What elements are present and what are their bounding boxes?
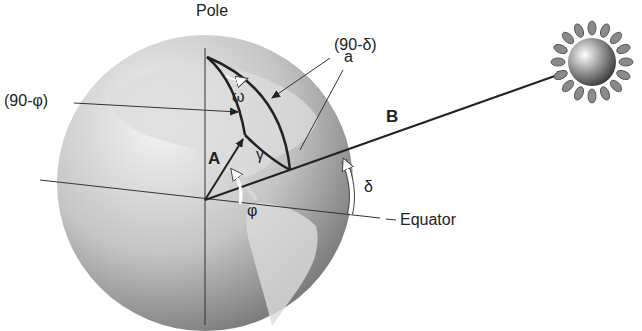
sun-ray xyxy=(573,23,586,39)
leader-line xyxy=(272,58,330,98)
phi-arrow xyxy=(232,170,241,204)
vector-b xyxy=(205,72,566,200)
sun xyxy=(551,21,633,103)
angle-symbol: γ xyxy=(256,146,264,164)
pole-label: Pole xyxy=(196,2,228,20)
omega-arrow xyxy=(226,76,246,80)
leader-line xyxy=(300,70,343,150)
angle-label: (90-φ) xyxy=(4,92,48,110)
delta-arrow xyxy=(344,160,352,214)
equator-label: Equator xyxy=(400,211,456,229)
sun-ray xyxy=(560,30,576,46)
vector-a xyxy=(205,139,243,200)
north-america xyxy=(110,65,318,177)
angle-label: (90-δ) xyxy=(334,36,377,54)
sun-ray xyxy=(573,85,586,101)
sun-ray xyxy=(588,21,596,35)
arc-colatitude xyxy=(207,57,245,135)
equator-leader xyxy=(386,219,396,220)
globe xyxy=(57,35,353,331)
vector-label: A xyxy=(208,150,220,169)
polar-axis xyxy=(205,48,206,325)
angle-symbol: ω xyxy=(232,88,245,106)
angle-symbol: δ xyxy=(364,178,373,196)
sun-ray xyxy=(608,78,624,94)
sun-ray xyxy=(560,78,576,94)
sun-ray xyxy=(599,23,612,39)
angle-symbol: φ xyxy=(247,202,257,220)
sun-ray xyxy=(551,58,565,66)
leader-line xyxy=(74,103,238,112)
sun-ray xyxy=(553,43,569,56)
sun-ray xyxy=(599,85,612,101)
sun-ray xyxy=(553,69,569,82)
point-label: a xyxy=(344,48,353,66)
sun-ray xyxy=(619,58,633,66)
arc-declination xyxy=(207,57,290,170)
sun-ray xyxy=(608,30,624,46)
south-america xyxy=(246,203,317,326)
vector-label: B xyxy=(386,108,398,127)
sun-ray xyxy=(615,69,631,82)
arc-gamma xyxy=(245,135,290,170)
sun-ray xyxy=(615,43,631,56)
sun-ray xyxy=(588,89,596,103)
delta-arrow-outline xyxy=(344,160,352,214)
